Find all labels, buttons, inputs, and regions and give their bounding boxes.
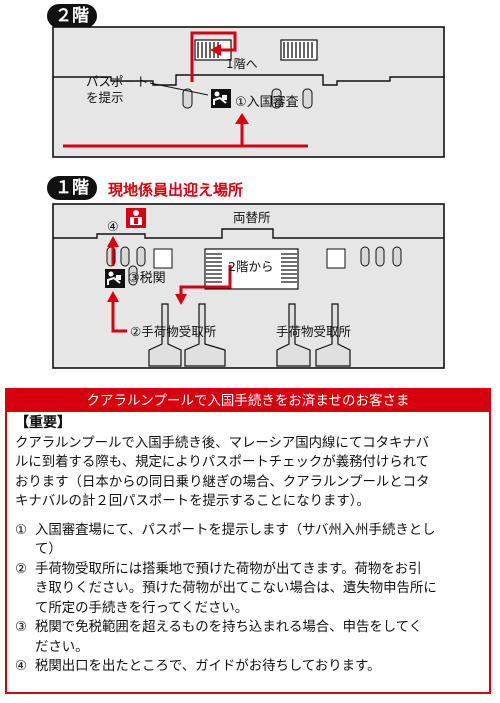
intro-line: キナバルの計２回パスポートを提示することになります）。 <box>15 494 370 509</box>
label-baggage-2: 手荷物受取所 <box>276 324 351 339</box>
immigration-booths <box>182 88 313 109</box>
escalator-icon <box>280 39 318 61</box>
floor-1-inner-wall <box>53 228 444 239</box>
label-exchange: 両替所 <box>233 210 271 225</box>
label-passport-2: を提示 <box>86 90 124 105</box>
label-from-2f: 2階から <box>228 259 273 274</box>
floor-1-badge: １階 <box>47 176 97 200</box>
label-immigration: ①入国審査 <box>235 95 299 110</box>
route-arrow-1f-down <box>179 265 232 296</box>
label-baggage-1: ②手荷物受取所 <box>130 324 216 339</box>
floor-2-inner-wall <box>53 74 444 86</box>
step-line: き取りください。預けた荷物が出てこない場合は、遺失物申告所に <box>35 581 437 596</box>
step-line: 税関で免税範囲を超えるものを持ち込まれる場合、申告をしてく <box>35 620 423 635</box>
step-line: て） <box>35 542 62 557</box>
step-line: て所定の手続きを行ってください。 <box>35 600 249 616</box>
intro-line: クアラルンプールで入国手続き後、マレーシア国内線にてコタキナバ <box>15 435 430 451</box>
route-arrow-upstairs <box>190 31 237 82</box>
step-number: ④ <box>15 659 28 674</box>
step-line: 手荷物受取所には搭乗地で預けた荷物が出てきます。荷物をお引 <box>35 561 422 577</box>
floor-2-badge: ２階 <box>47 4 97 28</box>
customs-officer-icon <box>105 269 125 288</box>
route-arrow-1f-customs <box>111 300 127 333</box>
label-passport-1: パスポート <box>86 74 149 89</box>
intro-line: おります（日本からの同日乗り継ぎの場合、クアラルンプールとコタ <box>15 474 430 490</box>
passport-pointer <box>149 82 209 96</box>
immigration-officer-icon <box>211 89 231 108</box>
label-step4: ④ <box>107 220 119 235</box>
info-box: クアラルンプールで入国手続きをお済ませのお客さま 【重要】 クアラルンプールで入… <box>5 388 491 694</box>
step-number: ② <box>15 561 28 577</box>
step-line: 入国審査場にて、パスポートを提示します（サバ州入州手続きとし <box>35 522 436 538</box>
label-upstairs: 1階へ <box>226 56 258 71</box>
meeting-point-title: 現地係員出迎え場所 <box>108 181 244 199</box>
floor-2-map: 1階へ パスポート を提示 ①入国審査 <box>52 26 445 158</box>
label-customs: ③税関 <box>128 271 166 286</box>
intro-line: ルに到着する際も、規定によりパスポートチェックが義務付けられて <box>15 455 430 470</box>
step-item-4: ④ 税関出口を出たところで、ガイドがお待ちしております。 <box>15 657 481 677</box>
customs-counters <box>106 246 402 286</box>
step-line: 税関出口を出たところで、ガイドがお待ちしております。 <box>35 659 381 674</box>
baggage-carousel-icons <box>148 303 351 367</box>
step-item-2: ② 手荷物受取所には搭乗地で預けた荷物が出てきます。荷物をお引 き取りください。… <box>15 560 481 619</box>
info-body: 【重要】 クアラルンプールで入国手続き後、マレーシア国内線にてコタキナバ ルに到… <box>7 412 489 677</box>
step-number: ① <box>15 522 28 538</box>
floor-2-outline <box>52 26 445 158</box>
step-item-3: ③ 税関で免税範囲を超えるものを持ち込まれる場合、申告をしてく ださい。 <box>15 618 481 657</box>
step-number: ③ <box>15 620 28 635</box>
info-header: クアラルンプールで入国手続きをお済ませのお客さま <box>7 390 489 412</box>
escalator-from-2f-icon <box>204 248 299 290</box>
important-label: 【重要】 <box>15 415 71 431</box>
meeting-staff-icon <box>126 208 146 228</box>
step-line: ださい。 <box>35 639 89 655</box>
floor-1-map: 両替所 ④ 2階から ③税関 ②手荷物受取所 手荷物受取所 <box>52 203 445 369</box>
step-item-1: ① 入国審査場にて、パスポートを提示します（サバ州入州手続きとし て） <box>15 521 481 560</box>
